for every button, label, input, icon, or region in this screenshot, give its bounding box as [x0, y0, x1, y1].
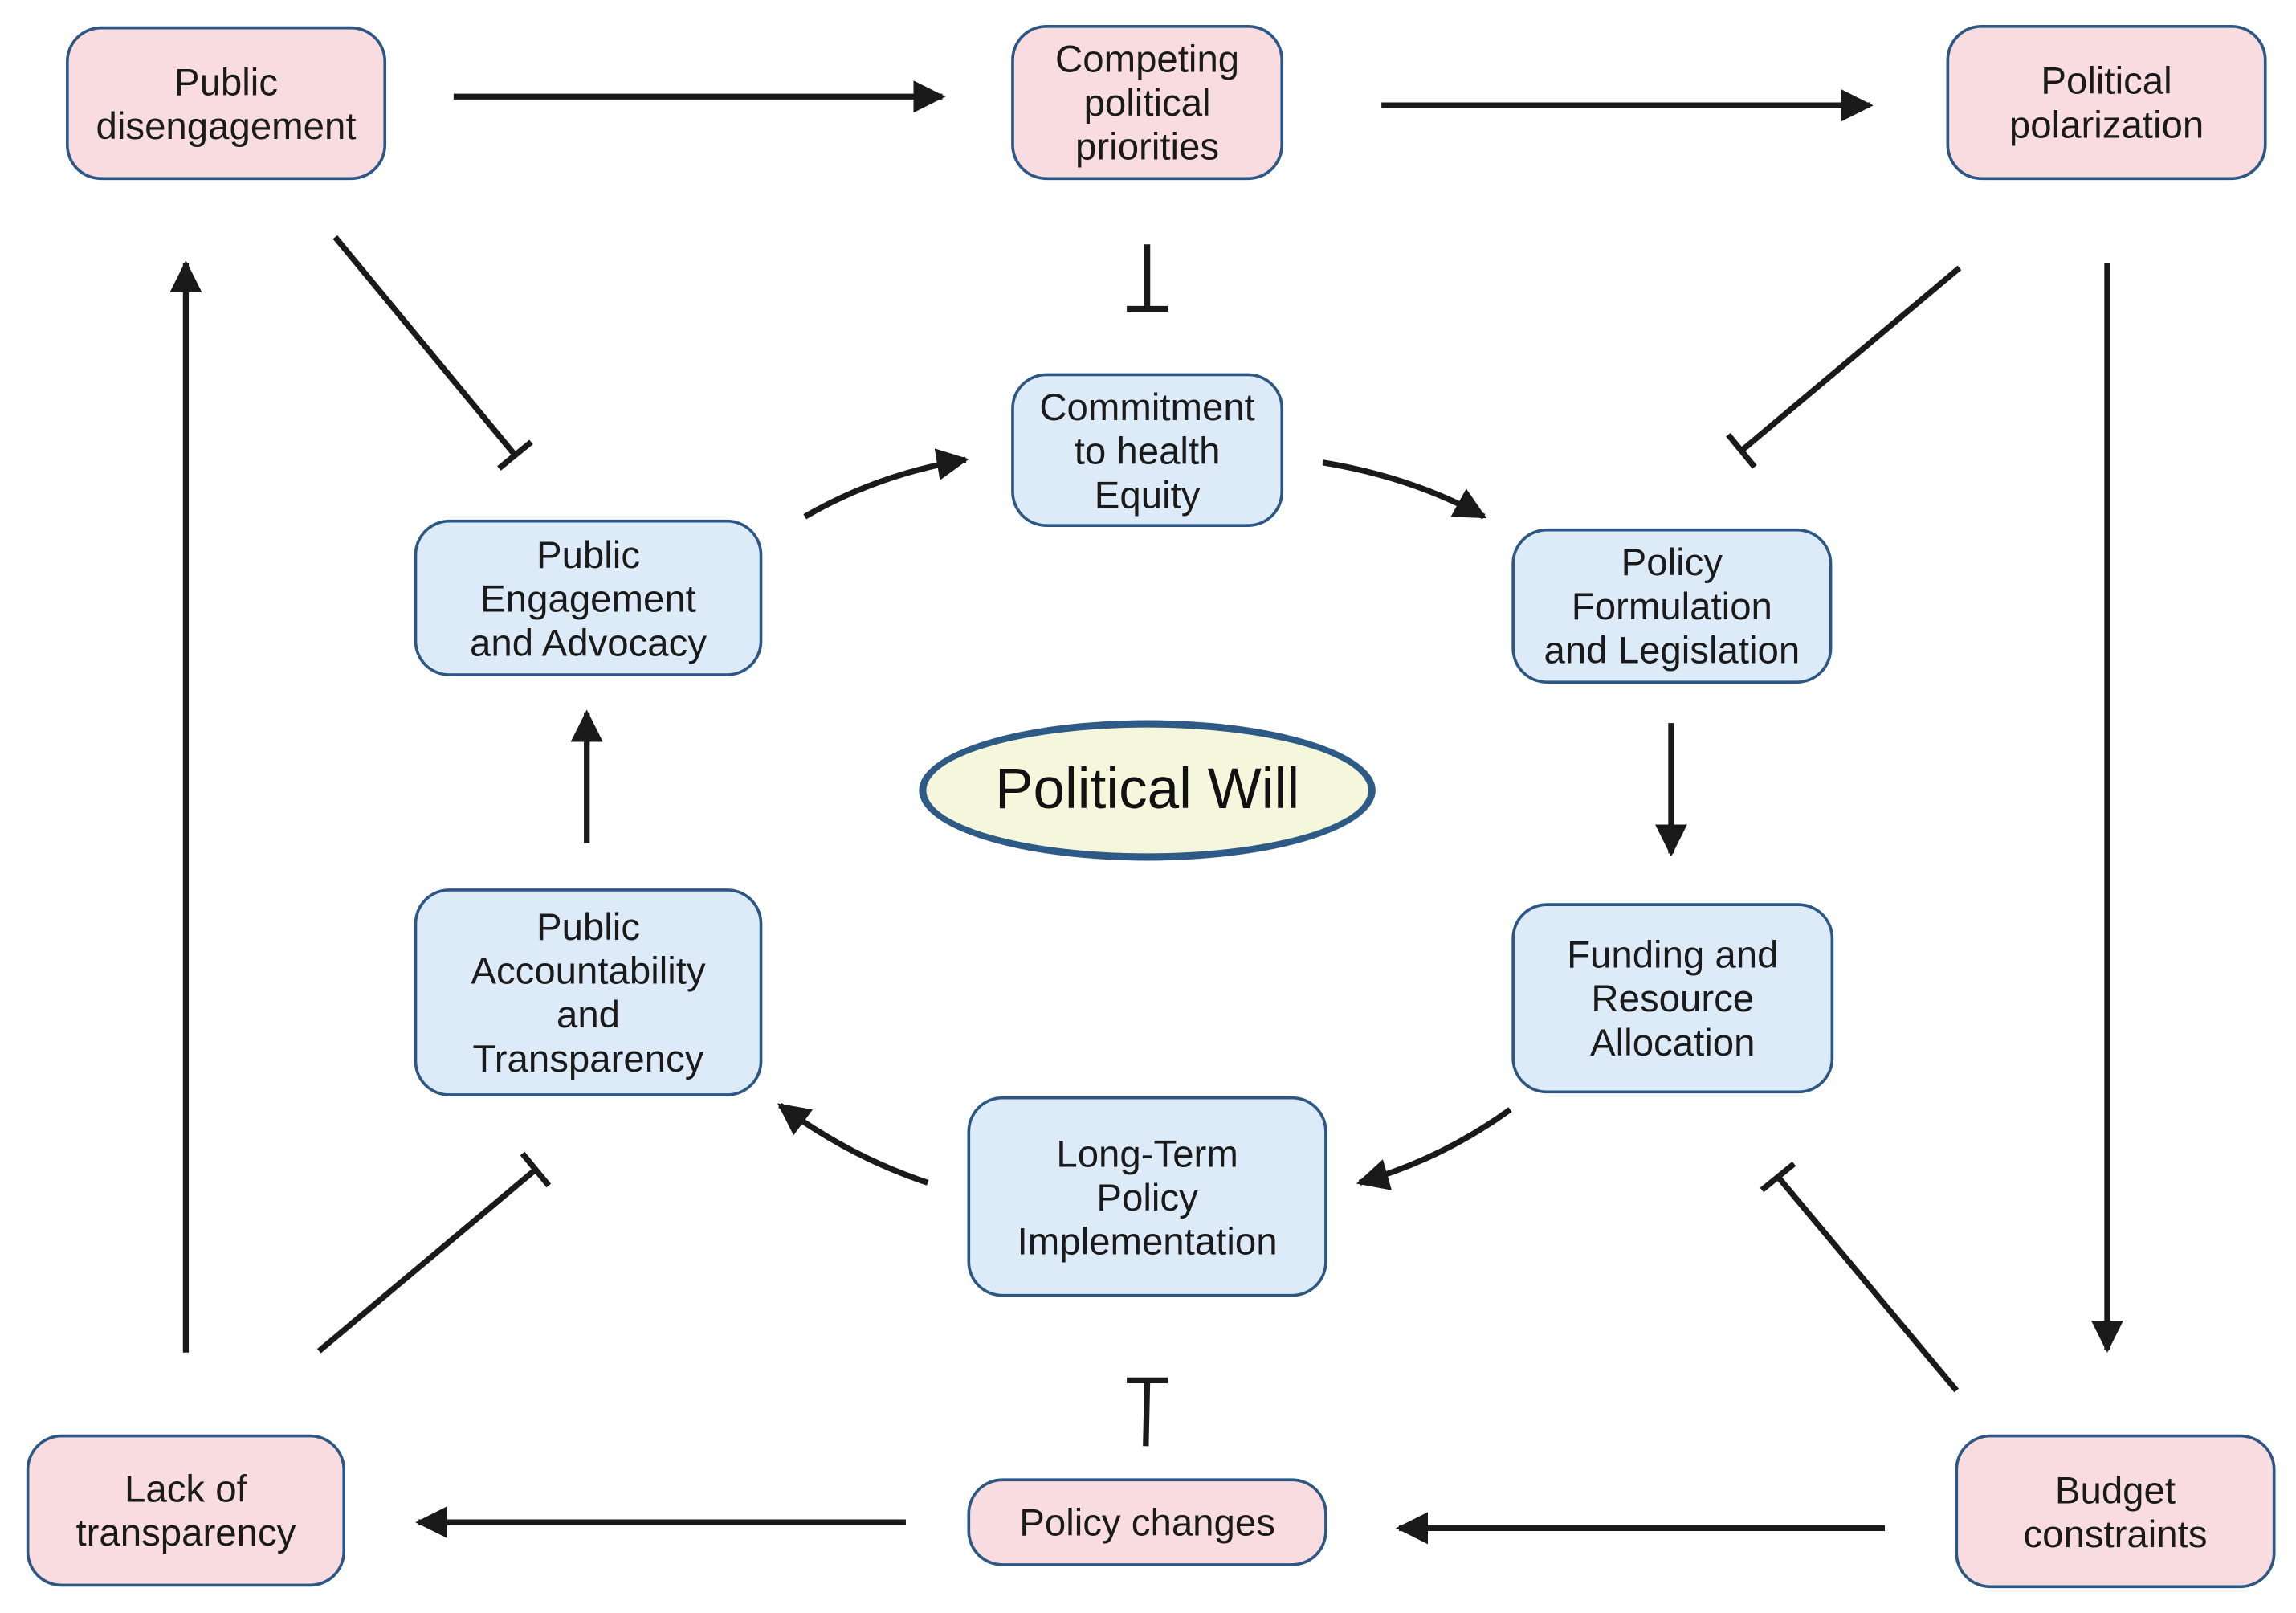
node-public-disengagement-label: Public disengagement	[96, 59, 357, 148]
inhibit-priorities-commitment	[1127, 244, 1168, 312]
node-accountability-label: Public Accountability and Transparency	[471, 905, 706, 1080]
node-political-polarization: Political polarization	[1946, 24, 2267, 181]
node-long-term-label: Long-Term Policy Implementation	[1017, 1130, 1278, 1263]
inhibit-policy-changes-long-term	[1127, 1377, 1168, 1447]
node-competing-priorities-label: Competing political priorities	[1055, 36, 1240, 169]
node-long-term-implementation: Long-Term Policy Implementation	[967, 1096, 1327, 1297]
arrow-funding-to-long-term	[1356, 1107, 1512, 1190]
inhibit-polarization-formulation	[1726, 265, 1962, 469]
arrow-long-term-to-accountability	[777, 1102, 929, 1186]
inhibit-disengagement-engagement	[332, 235, 533, 471]
political-will-ellipse: Political Will	[919, 720, 1376, 861]
node-policy-formulation: Policy Formulation and Legislation	[1511, 528, 1833, 684]
arrow-commitment-to-formulation	[1322, 459, 1487, 520]
inhibit-budget-funding	[1760, 1161, 1960, 1393]
node-public-engagement: Public Engagement and Advocacy	[414, 519, 763, 676]
arrow-engagement-to-commitment	[803, 448, 969, 520]
node-commitment-health-equity: Commitment to health Equity	[1011, 373, 1284, 527]
node-lack-transparency-label: Lack of transparency	[75, 1466, 296, 1555]
node-public-accountability: Public Accountability and Transparency	[414, 888, 763, 1096]
political-will-label: Political Will	[995, 757, 1300, 822]
node-budget-constraints-label: Budget constraints	[2023, 1467, 2208, 1556]
node-public-engagement-label: Public Engagement and Advocacy	[470, 532, 708, 664]
node-lack-transparency: Lack of transparency	[26, 1434, 346, 1587]
node-funding-label: Funding and Resource Allocation	[1567, 932, 1779, 1064]
node-policy-changes: Policy changes	[967, 1478, 1327, 1566]
node-competing-priorities: Competing political priorities	[1011, 24, 1284, 181]
node-commitment-label: Commitment to health Equity	[1039, 384, 1255, 517]
node-budget-constraints: Budget constraints	[1955, 1434, 2276, 1589]
node-policy-changes-label: Policy changes	[1019, 1500, 1275, 1545]
node-political-polarization-label: Political polarization	[2008, 58, 2204, 147]
node-funding-resource: Funding and Resource Allocation	[1511, 903, 1834, 1094]
inhibit-lack-transparency-accountability	[316, 1151, 552, 1354]
node-public-disengagement: Public disengagement	[65, 26, 387, 181]
node-policy-formulation-label: Policy Formulation and Legislation	[1544, 540, 1801, 672]
